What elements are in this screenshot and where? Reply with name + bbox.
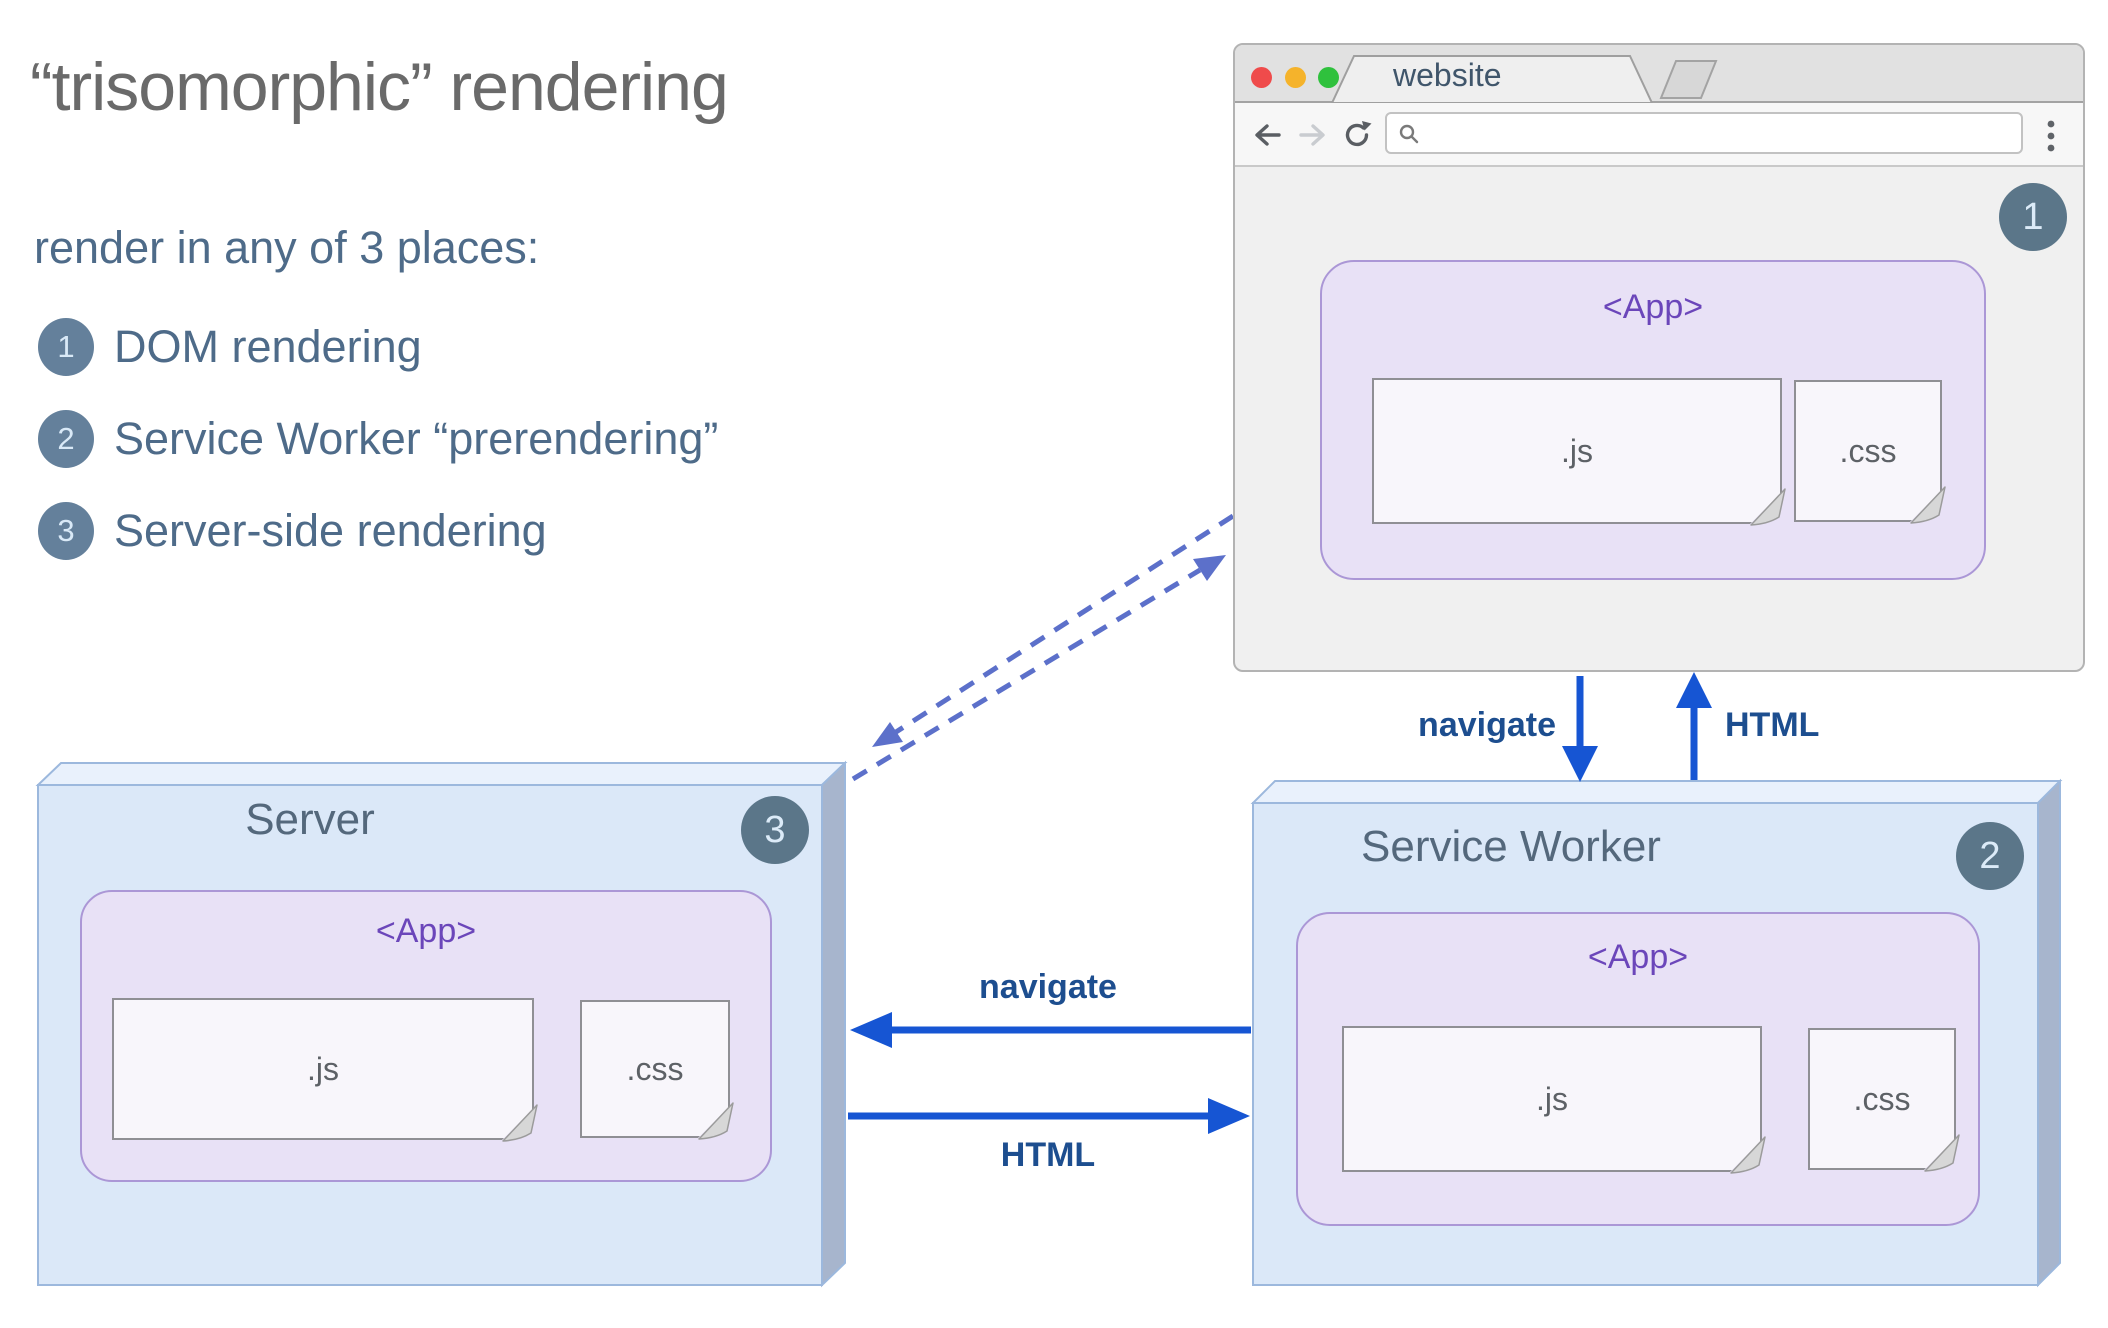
css-file-label: .css	[626, 1050, 684, 1087]
html-up-label: HTML	[1725, 706, 1820, 744]
html-right-label: HTML	[1000, 1136, 1096, 1174]
navigate-left-label: navigate	[979, 968, 1117, 1006]
page-fold-icon	[1730, 1136, 1766, 1174]
tab-shapes	[1330, 55, 1718, 103]
css-file: .css	[1808, 1028, 1956, 1170]
page-fold-icon	[1910, 486, 1946, 524]
list-item-label: Server-side rendering	[114, 505, 547, 556]
list-badge-2: 2	[38, 410, 94, 468]
search-icon	[1399, 124, 1419, 144]
list-item-dom-rendering: 1 DOM rendering	[38, 318, 422, 376]
list-item-server-side-rendering: 3 Server-side rendering	[38, 502, 547, 560]
page-fold-icon	[1924, 1134, 1960, 1172]
css-file-label: .css	[1839, 432, 1897, 469]
browser-tab-bar: website	[1235, 45, 2083, 103]
zoom-light[interactable]	[1318, 67, 1339, 88]
server-browser-dashed-arrow	[851, 555, 1226, 782]
page-fold-icon	[1750, 488, 1786, 526]
app-tag-label: <App>	[1602, 288, 1704, 326]
reload-icon[interactable]	[1341, 119, 1373, 151]
service-worker-app-box: <App> .js .css	[1296, 912, 1980, 1226]
navigate-down-arrow	[1562, 676, 1598, 782]
app-tag-label: <App>	[375, 912, 477, 950]
js-file-label: .js	[307, 1050, 339, 1087]
browser-step-badge: 1	[1999, 183, 2067, 251]
js-file-label: .js	[1561, 432, 1593, 469]
css-file-label: .css	[1853, 1080, 1911, 1117]
subtitle: render in any of 3 places:	[34, 222, 540, 273]
page-fold-icon	[698, 1102, 734, 1140]
browser-window: website	[1233, 43, 2085, 672]
new-tab-button[interactable]	[1659, 60, 1718, 99]
forward-icon[interactable]	[1297, 119, 1329, 151]
css-file: .css	[580, 1000, 730, 1138]
list-badge-1: 1	[38, 318, 94, 376]
html-right-arrow	[848, 1098, 1250, 1134]
tab-title[interactable]: website	[1393, 57, 1502, 93]
html-up-arrow	[1676, 672, 1712, 780]
navigate-down-label: navigate	[1418, 706, 1556, 744]
list-item-service-worker-prerendering: 2 Service Worker “prerendering”	[38, 410, 718, 468]
address-bar-input[interactable]	[1427, 116, 2011, 150]
page-fold-icon	[502, 1104, 538, 1142]
list-badge-3: 3	[38, 502, 94, 560]
back-icon[interactable]	[1251, 119, 1283, 151]
js-file-label: .js	[1536, 1080, 1568, 1117]
navigate-left-arrow	[850, 1012, 1251, 1048]
page-title: “trisomorphic” rendering	[30, 49, 729, 125]
js-file: .js	[1372, 378, 1782, 524]
app-tag-label: <App>	[1587, 938, 1689, 976]
server-title: Server	[245, 795, 375, 844]
js-file: .js	[112, 998, 534, 1140]
list-item-label: Service Worker “prerendering”	[114, 413, 719, 464]
browser-server-dashed-arrow	[872, 513, 1235, 747]
server-app-box: <App> .js .css	[80, 890, 772, 1182]
close-light[interactable]	[1251, 67, 1272, 88]
list-item-label: DOM rendering	[114, 321, 422, 372]
service-worker-step-badge: 2	[1956, 822, 2024, 890]
browser-app-box: <App> .js .css	[1320, 260, 1986, 580]
server-step-badge: 3	[741, 796, 809, 864]
minimize-light[interactable]	[1285, 67, 1306, 88]
js-file: .js	[1342, 1026, 1762, 1172]
kebab-menu-icon[interactable]	[2041, 117, 2061, 155]
browser-toolbar	[1235, 103, 2083, 167]
active-tab-shape[interactable]	[1330, 55, 1654, 103]
css-file: .css	[1794, 380, 1942, 522]
service-worker-title: Service Worker	[1361, 822, 1661, 871]
address-bar	[1385, 112, 2023, 154]
